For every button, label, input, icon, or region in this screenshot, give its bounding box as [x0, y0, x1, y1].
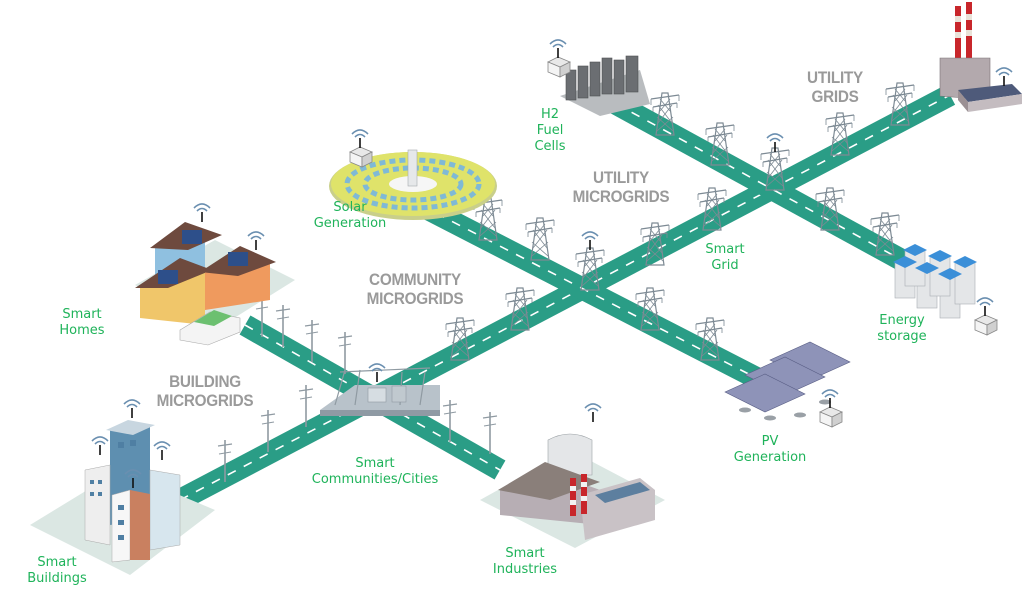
wifi-icon — [153, 441, 171, 461]
tier-label-utility-microgrids: UTILITY MICROGRIDS — [572, 168, 670, 206]
gateway-box-icon — [820, 390, 842, 427]
tier-label-building-microgrids: BUILDING MICROGRIDS — [156, 372, 254, 410]
wifi-icon — [995, 67, 1013, 87]
gateway-box-icon — [548, 40, 570, 77]
label-smart-communities: Smart Communities/Cities — [311, 456, 439, 487]
energy-storage-batteries — [893, 244, 997, 335]
label-solar-generation: Solar Generation — [313, 200, 387, 231]
wifi-icon — [193, 203, 211, 223]
wifi-icon — [123, 399, 141, 419]
wifi-icon — [91, 436, 109, 456]
label-pv-generation: PV Generation — [733, 434, 807, 465]
tier-label-utility-grids: UTILITY GRIDS — [807, 68, 863, 106]
label-energy-storage: Energy storage — [877, 313, 927, 344]
label-smart-homes: Smart Homes — [59, 307, 105, 338]
wifi-icon — [368, 363, 386, 383]
community-substation — [320, 363, 440, 416]
gateway-box-icon — [350, 130, 372, 167]
label-h2-fuel-cells: H2 Fuel Cells — [534, 107, 566, 154]
smart-homes-cluster — [135, 203, 295, 346]
label-smart-grid: Smart Grid — [705, 242, 745, 273]
pv-solar-array — [724, 341, 851, 427]
utility-power-plant — [939, 2, 1022, 112]
smart-industries-factory — [480, 403, 665, 548]
wifi-icon — [247, 231, 265, 251]
h2-fuel-cells-facility — [548, 40, 650, 116]
solar-concentrator-plant — [329, 130, 497, 220]
wifi-icon — [766, 133, 784, 153]
tier-label-community-microgrids: COMMUNITY MICROGRIDS — [366, 270, 464, 308]
utility-pole-icon — [482, 411, 498, 455]
label-smart-industries: Smart Industries — [492, 546, 558, 577]
label-smart-buildings: Smart Buildings — [27, 555, 87, 586]
smart-buildings-cluster — [30, 399, 215, 575]
wifi-icon — [584, 403, 602, 423]
wifi-icon — [581, 231, 599, 251]
gateway-box-icon — [975, 298, 997, 335]
